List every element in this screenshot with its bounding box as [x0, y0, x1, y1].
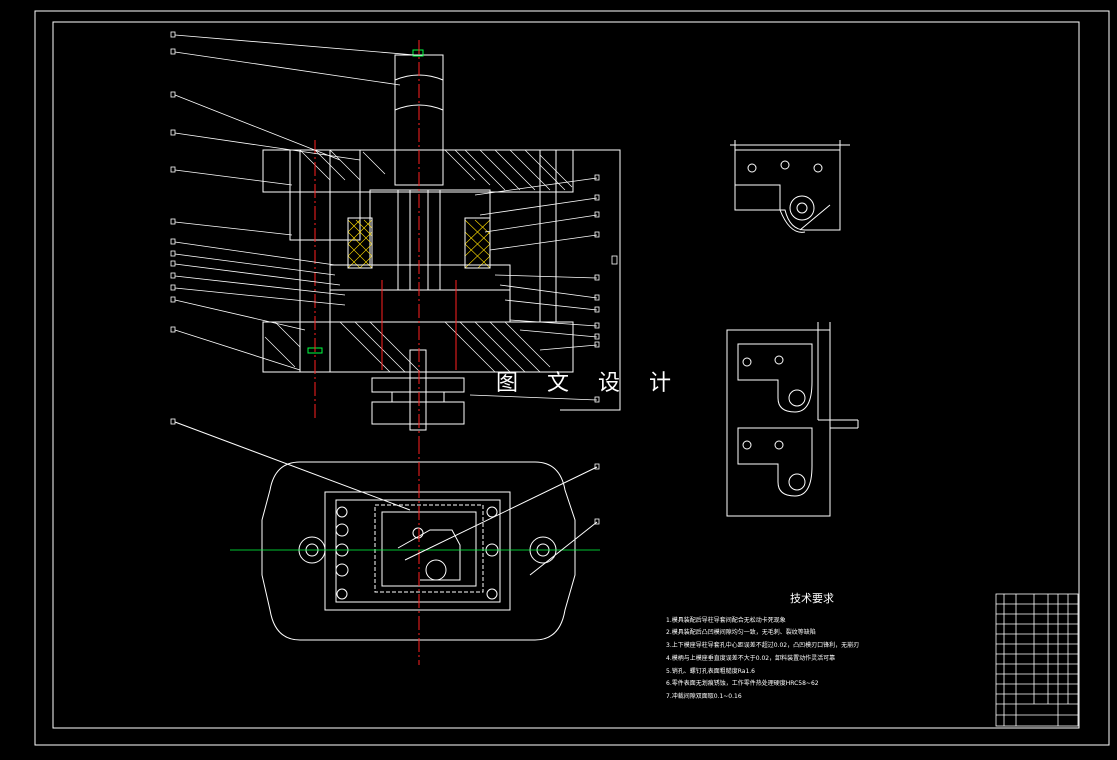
inner-frame — [52, 21, 1080, 729]
plan-view — [174, 421, 600, 665]
tech-requirement-line: 4.模柄与上模座垂直度误差不大于0.02，卸料装置动作灵活可靠 — [666, 655, 836, 662]
tech-requirement-line: 1.模具装配后导柱导套间配合无松动卡死现象 — [666, 617, 786, 624]
tech-requirement-line: 5.销孔、螺钉孔表面粗糙度Ra1.6 — [666, 668, 755, 675]
tech-requirement-line: 2.模具装配后凸凹模间隙均匀一致，无毛刺、裂纹等缺陷 — [666, 629, 816, 636]
workpiece-view-top — [730, 140, 850, 233]
tech-requirement-line: 3.上下模座导柱导套孔中心距误差不超过0.02，凸凹模刃口锋利，无崩刃 — [666, 642, 860, 649]
tech-requirement-line: 7.冲裁间隙双面取0.1~0.16 — [666, 693, 742, 700]
tech-requirement-line: 6.零件表面无划痕锈蚀，工作零件热处理硬度HRC58~62 — [666, 680, 819, 687]
balloon-markers — [170, 31, 618, 525]
tech-requirements-title: 技术要求 — [790, 592, 834, 605]
title-block — [995, 593, 1079, 727]
watermark: 图 文 设 计 — [496, 371, 682, 396]
leader-lines — [174, 34, 598, 401]
outer-frame — [34, 10, 1110, 746]
workpiece-view-strip — [726, 322, 859, 517]
section-view — [262, 40, 621, 440]
